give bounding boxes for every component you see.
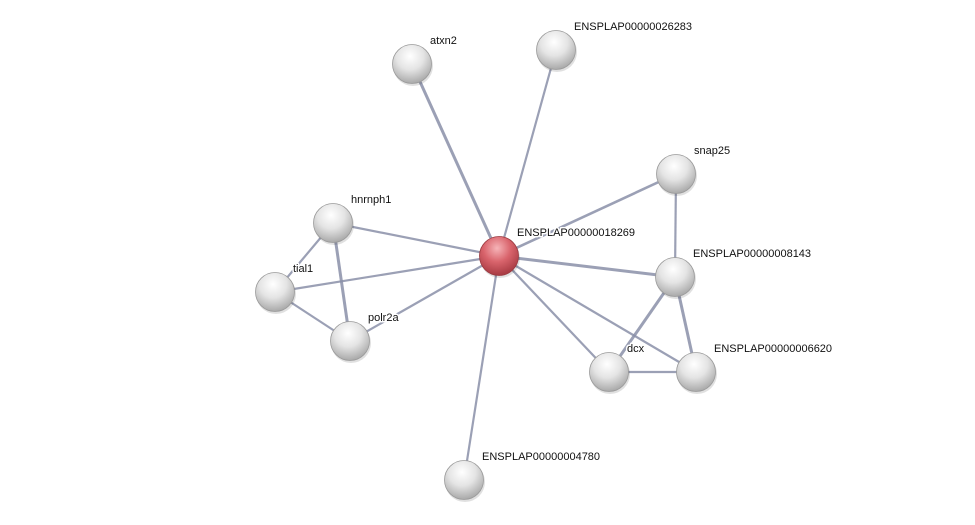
node-label: snap25 [694,145,730,157]
node-ball[interactable] [656,154,696,194]
node-tial1[interactable]: tial1 [255,262,315,314]
edge-center-hnrnph1[interactable] [332,221,500,258]
edge-center-p6620[interactable] [498,255,697,373]
edge-center-atxn2[interactable] [410,63,501,257]
node-ball[interactable] [255,272,295,312]
node-label: ENSPLAP00000008143 [693,248,811,260]
node-label: dcx [627,343,645,355]
node-ball[interactable] [392,44,432,84]
node-label: ENSPLAP00000026283 [574,21,692,33]
node-p6620[interactable]: ENSPLAP00000006620 [676,342,834,394]
edge-center-p26283[interactable] [497,49,558,257]
node-ball[interactable] [313,203,353,243]
node-label: ENSPLAP00000006620 [714,343,832,355]
node-ball[interactable] [536,30,576,70]
node-label: tial1 [293,263,313,275]
edge-center-snap25[interactable] [498,172,677,258]
edge-center-p4780[interactable] [462,255,501,481]
node-label: ENSPLAP00000004780 [482,451,600,463]
node-snap25[interactable]: snap25 [656,144,732,196]
node-dcx[interactable]: dcx [589,342,646,394]
node-label: polr2a [368,312,399,324]
node-p8143[interactable]: ENSPLAP00000008143 [655,247,813,299]
node-polr2a[interactable]: polr2a [330,311,401,363]
node-ball[interactable] [589,352,629,392]
node-label: hnrnph1 [351,194,391,206]
edge-center-tial1[interactable] [274,254,500,294]
node-p4780[interactable]: ENSPLAP00000004780 [444,450,602,502]
node-ball[interactable] [330,321,370,361]
node-atxn2[interactable]: atxn2 [392,34,458,86]
node-label: ENSPLAP00000018269 [517,227,635,239]
node-ball[interactable] [444,460,484,500]
node-ball[interactable] [479,236,519,276]
node-hnrnph1[interactable]: hnrnph1 [313,193,393,245]
edge-center-p8143[interactable] [498,254,676,279]
edge-center-dcx[interactable] [498,255,610,373]
node-p26283[interactable]: ENSPLAP00000026283 [536,20,694,72]
node-ball[interactable] [655,257,695,297]
node-center[interactable]: ENSPLAP00000018269 [479,226,637,278]
edge-center-polr2a[interactable] [349,255,500,342]
node-ball[interactable] [676,352,716,392]
node-label: atxn2 [430,35,457,47]
